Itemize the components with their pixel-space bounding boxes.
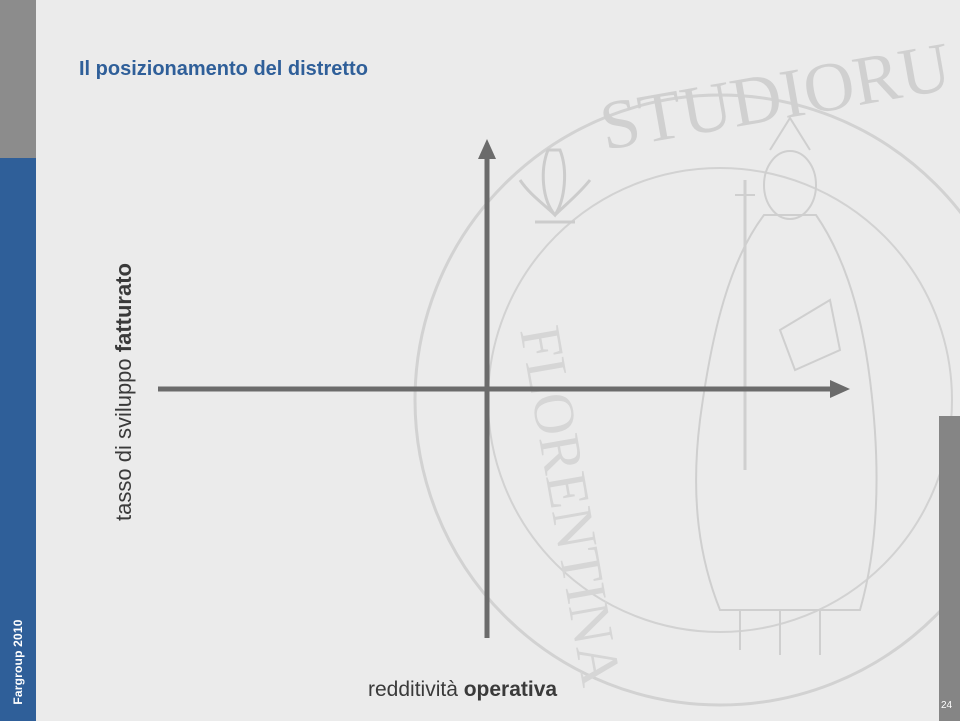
right-accent-bar bbox=[939, 416, 960, 721]
page-number: 24 bbox=[941, 700, 953, 711]
y-axis-label-regular: tasso di sviluppo bbox=[111, 352, 136, 521]
slide-title: Il posizionamento del distretto bbox=[79, 58, 368, 80]
y-axis-label: tasso di sviluppo fatturato bbox=[111, 263, 137, 521]
x-axis-label-regular: redditività bbox=[368, 678, 464, 701]
y-axis-label-bold: fatturato bbox=[111, 263, 136, 353]
horizontal-axis bbox=[158, 380, 850, 398]
fleur-de-lis-icon bbox=[518, 148, 592, 224]
left-accent-bar-grey bbox=[0, 0, 36, 158]
vertical-axis bbox=[478, 139, 496, 638]
saint-figure-icon bbox=[695, 116, 878, 655]
left-accent-bar-blue bbox=[0, 158, 36, 721]
x-axis-label: redditività operativa bbox=[368, 678, 557, 702]
x-axis-arrowhead bbox=[830, 380, 850, 398]
x-axis-label-bold: operativa bbox=[463, 678, 558, 701]
y-axis-arrowhead bbox=[478, 139, 496, 159]
